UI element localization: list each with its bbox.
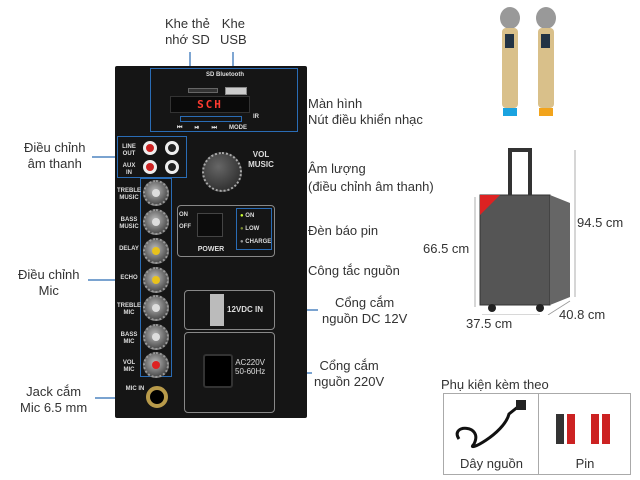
led-charge-icon: ● [240, 239, 246, 245]
ac-module [184, 332, 275, 413]
knob-label: TREBLE MIC [117, 303, 141, 316]
vol-music-knob[interactable] [202, 152, 242, 192]
line-out-left-jack[interactable] [143, 141, 157, 155]
led-low-icon: ● [240, 226, 246, 232]
power-module [177, 205, 275, 257]
dc-module [184, 290, 275, 330]
volume-label: Âm lượng(điều chỉnh âm thanh) [308, 161, 434, 194]
sd-slot[interactable] [188, 88, 218, 93]
knob-label: BASS MUSIC [119, 217, 139, 230]
battery-label: Pin [575, 456, 595, 471]
mode-button[interactable]: MODE [229, 125, 247, 131]
power-cord-label: Dây nguồn [460, 456, 523, 471]
display-label: Màn hình [308, 96, 363, 111]
ac-frequency-label: 50-60Hz [235, 367, 266, 376]
display-screen: SCH [170, 96, 250, 113]
line-out-right-jack[interactable] [165, 141, 179, 155]
knob-bass-music[interactable] [143, 209, 169, 235]
battery-led-label: Đèn báo pin [308, 223, 379, 238]
knob-cap [152, 189, 160, 197]
knob-cap [152, 218, 160, 226]
knob-delay[interactable] [143, 238, 169, 264]
music-buttons[interactable] [180, 116, 242, 122]
usb-slot[interactable] [225, 87, 247, 95]
media-module [150, 68, 298, 132]
knob-cap [152, 333, 160, 341]
microphone-icon [500, 7, 520, 116]
speaker-body [479, 194, 551, 306]
off-label: OFF [179, 224, 191, 230]
knob-label: VOL MIC [122, 360, 136, 373]
led-on-label: ON [245, 213, 255, 219]
knob-treble-music[interactable] [143, 180, 169, 206]
knob-treble-mic[interactable] [143, 295, 169, 321]
accessories-title: Phụ kiện kèm theo [441, 377, 549, 392]
dc-in-label: 12VDC IN [227, 305, 264, 314]
knob-label: DELAY [119, 246, 139, 252]
ac-voltage-label: AC220V [235, 358, 266, 367]
music-controls-label: Nút điều khiển nhạc [308, 112, 423, 127]
depth-label: 40.8 cm [559, 307, 606, 322]
total-height-label: 94.5 cm [577, 215, 624, 230]
power-switch[interactable] [197, 213, 223, 237]
prev-button[interactable]: ⏮ [177, 125, 183, 131]
speaker-image [474, 148, 576, 315]
microphones-image [500, 7, 556, 116]
accessory-battery: Pin [539, 394, 631, 474]
led-charge-label: CHARGE [245, 239, 272, 245]
aux-in-label: AUX IN [122, 163, 136, 176]
power-cord-icon [455, 400, 526, 449]
accessories-box: Dây nguồn Pin [443, 393, 631, 475]
battery-led-group [236, 208, 272, 250]
battery-icon [556, 414, 610, 444]
trolley-handle [508, 148, 532, 202]
speaker-badge [480, 195, 500, 215]
logos: SD Bluetooth [206, 72, 244, 78]
led-on-icon: ● [240, 213, 246, 219]
power-label: POWER [197, 246, 225, 253]
knob-bass-mic[interactable] [143, 324, 169, 350]
dc-terminal[interactable] [210, 294, 224, 326]
line-out-label: LINE OUT [122, 144, 136, 157]
accessory-power-cord: Dây nguồn [444, 394, 539, 474]
knob-label: ECHO [120, 275, 138, 281]
knob-cap [152, 247, 160, 255]
microphone-icon [536, 7, 556, 116]
led-low-label: LOW [245, 226, 260, 232]
knob-cap [152, 304, 160, 312]
knob-vol-mic[interactable] [143, 352, 169, 378]
knob-cap [152, 361, 160, 369]
next-button[interactable]: ⏭ [211, 125, 217, 131]
aux-in-right-jack[interactable] [165, 160, 179, 174]
knob-echo[interactable] [143, 267, 169, 293]
on-label: ON [179, 212, 188, 218]
mic-in-jack[interactable] [146, 386, 168, 408]
aux-in-left-jack[interactable] [143, 160, 157, 174]
line-aux-module [117, 136, 187, 178]
speaker-side [550, 195, 570, 305]
knob-label: BASS MIC [120, 332, 138, 345]
knob-label: TREBLE MUSIC [117, 188, 141, 201]
power-switch-label: Công tắc nguồn [308, 263, 400, 278]
body-height-label: 66.5 cm [423, 241, 470, 256]
knob-cap [152, 276, 160, 284]
mic-in-label: MIC IN [125, 386, 145, 392]
ac-socket[interactable] [203, 354, 233, 388]
width-label: 37.5 cm [466, 316, 513, 331]
vol-music-label: VOL MUSIC [248, 150, 274, 169]
play-pause-button[interactable]: ⏯ [194, 125, 200, 131]
ir-label: IR [253, 114, 259, 120]
control-panel: SD Bluetooth SCH IR ⏮ ⏯ ⏭ MODE LINE OUT … [115, 66, 307, 418]
